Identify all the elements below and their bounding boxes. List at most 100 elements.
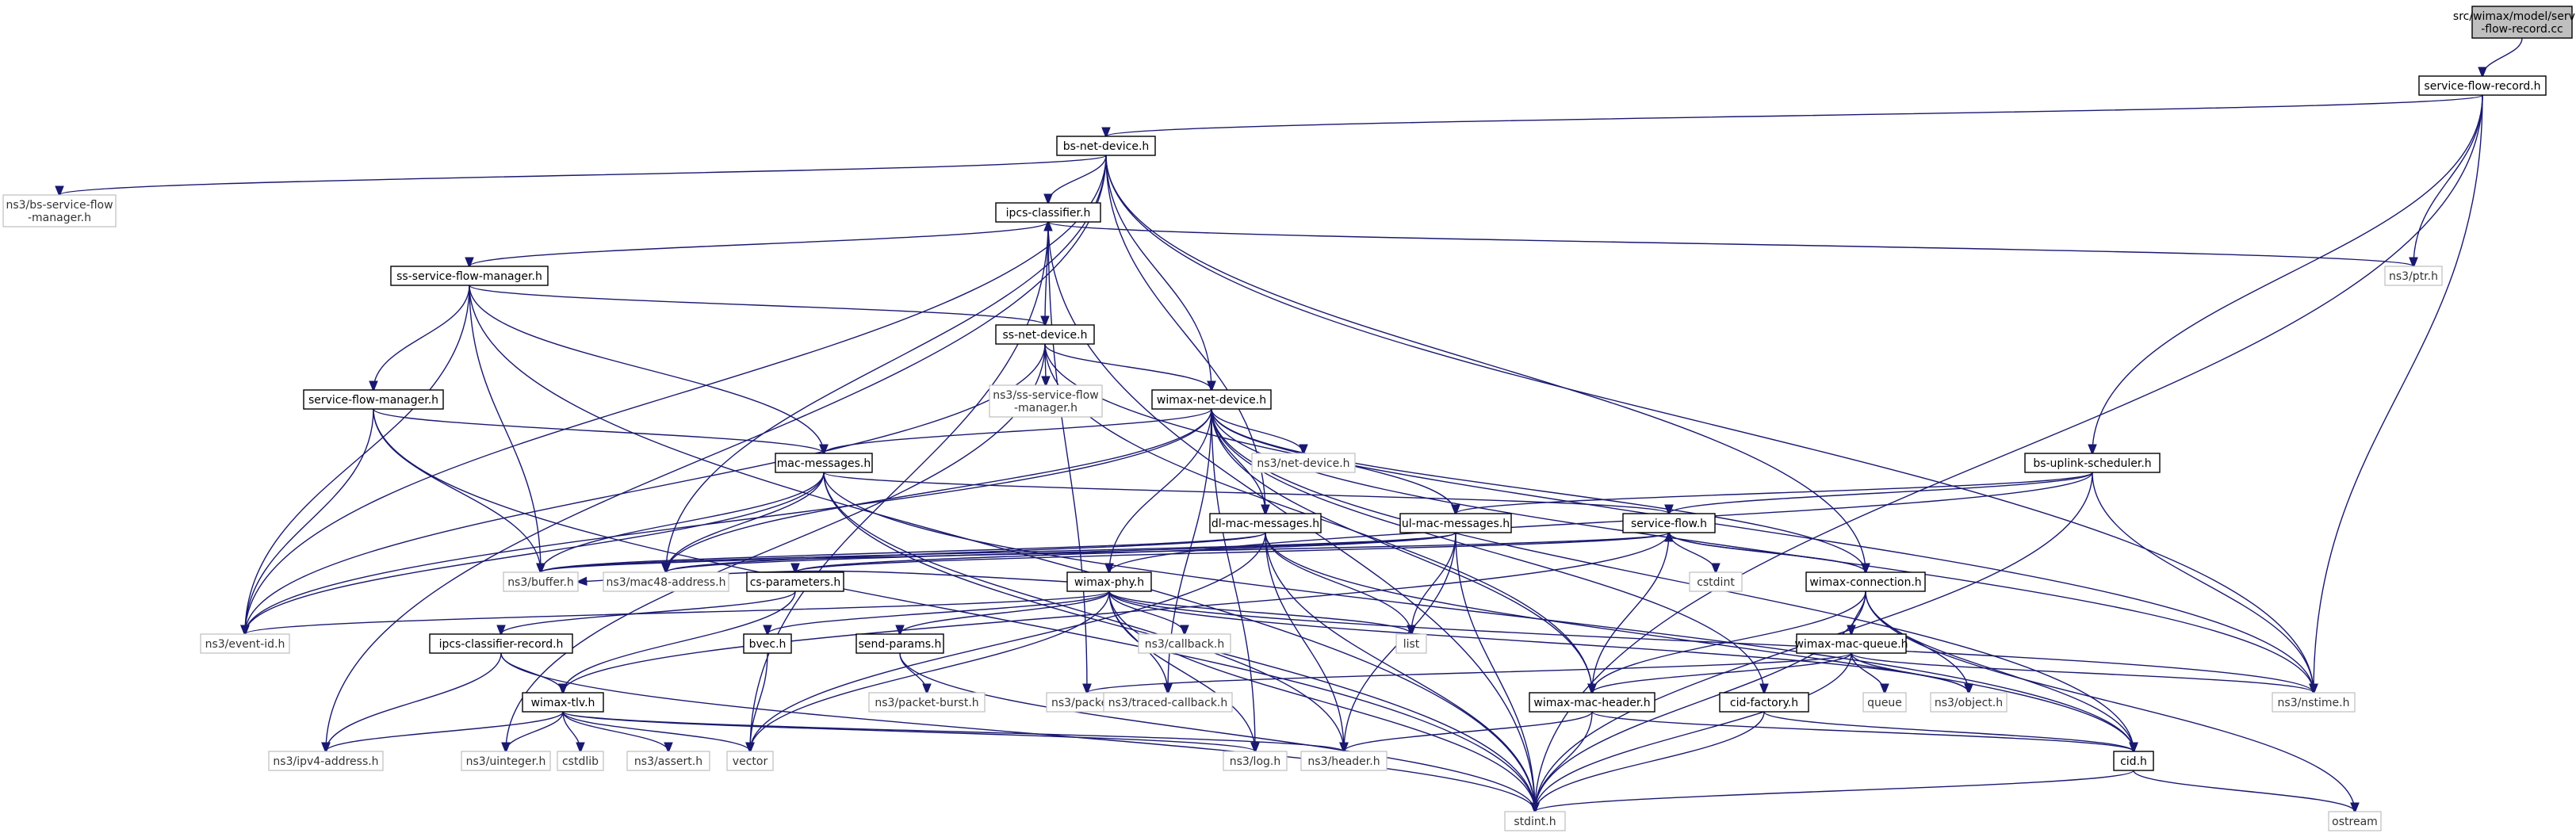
node-ns3-assert-h-box [626, 751, 710, 771]
edge-bsnd-to-wconn [1105, 155, 1866, 572]
node-src-wimax-model-service-flow-record-cc-label: src/wimax/model/service [2453, 10, 2576, 23]
node-ns3-callback-h-box [1138, 633, 1231, 654]
edge-sfr-to-nstime [2314, 94, 2483, 693]
node-ipcs-classifier-record-h-box [429, 633, 573, 654]
node-ns3-event-id-h-label: ns3/event-id.h [205, 638, 285, 651]
node-ns3-uinteger-h-label: ns3/uinteger.h [466, 755, 546, 768]
node-dl-mac-messages-h[interactable]: dl-mac-messages.h [1209, 513, 1322, 533]
node-cs-parameters-h-box [746, 571, 844, 592]
node-mac-messages-h-label: mac-messages.h [777, 457, 871, 470]
node-ns3-object-h-box [1930, 692, 2008, 713]
edge-sf-to-buffer [541, 532, 1670, 572]
node-cid-factory-h[interactable]: cid-factory.h [1719, 692, 1809, 713]
node-ns3-ss-service-flow-manager-h-label: -manager.h [1014, 402, 1077, 415]
node-ipcs-classifier-h-label: ipcs-classifier.h [1006, 207, 1091, 220]
edge-tlv-to-log [562, 711, 1255, 751]
node-wimax-tlv-h-box [522, 692, 604, 713]
node-ss-net-device-h[interactable]: ss-net-device.h [995, 324, 1095, 345]
node-bvec-h-label: bvec.h [749, 638, 787, 651]
node-ss-service-flow-manager-h-label: ss-service-flow-manager.h [396, 270, 542, 283]
node-ns3-header-h: ns3/header.h [1300, 751, 1388, 771]
node-wimax-phy-h-label: wimax-phy.h [1074, 576, 1144, 589]
edge-cidf-to-cid [1763, 711, 2134, 751]
edge-tlv-to-ipv4 [326, 711, 564, 751]
node-ul-mac-messages-h[interactable]: ul-mac-messages.h [1399, 513, 1512, 533]
edge-wnd-to-log [1211, 408, 1255, 751]
node-bs-uplink-scheduler-h[interactable]: bs-uplink-scheduler.h [2024, 453, 2161, 473]
node-ns3-event-id-h-box [200, 633, 290, 654]
edge-bsnd-to-ipv4 [326, 155, 1107, 751]
node-ostream-box [2328, 811, 2382, 831]
node-src-wimax-model-service-flow-record-cc[interactable]: src/wimax/model/service-flow-record.cc [2453, 6, 2576, 39]
node-wimax-mac-queue-h[interactable]: wimax-mac-queue.h [1794, 633, 1908, 654]
edge-sfr-to-stdint [1535, 94, 2483, 812]
node-ns3-nstime-h-box [2272, 692, 2356, 713]
node-ns3-traced-callback-h-box [1103, 692, 1233, 713]
node-send-params-h[interactable]: send-params.h [855, 633, 944, 654]
node-ipcs-classifier-h[interactable]: ipcs-classifier.h [995, 202, 1101, 223]
node-bs-net-device-h-label: bs-net-device.h [1063, 140, 1150, 153]
edge-wnd-to-eventid [245, 408, 1212, 634]
node-wimax-mac-header-h[interactable]: wimax-mac-header.h [1529, 692, 1655, 713]
edge-ulmac-to-mac48 [666, 532, 1456, 572]
edge-wmh-to-cid [1591, 711, 2134, 751]
edge-sfm-to-eventid [245, 408, 374, 634]
edge-sfr-to-ptr [2413, 94, 2483, 266]
node-ns3-packet-burst-h-label: ns3/packet-burst.h [875, 697, 978, 709]
edge-macmsg-to-mac48 [666, 472, 825, 572]
node-service-flow-h[interactable]: service-flow.h [1622, 513, 1716, 533]
edge-ipcs-to-ptr [1047, 221, 2413, 266]
node-cid-h[interactable]: cid.h [2113, 751, 2154, 771]
edge-dlmac-to-buffer [541, 532, 1266, 572]
node-service-flow-manager-h-label: service-flow-manager.h [308, 394, 438, 407]
node-ss-service-flow-manager-h[interactable]: ss-service-flow-manager.h [390, 266, 549, 286]
edge-wphy-to-sendp [900, 590, 1110, 634]
node-mac-messages-h[interactable]: mac-messages.h [775, 453, 873, 473]
edge-sssfm-to-sfm [373, 285, 470, 390]
edge-tlv-to-vector [562, 711, 750, 751]
node-service-flow-record-h-box [2418, 75, 2547, 96]
node-wimax-tlv-h[interactable]: wimax-tlv.h [522, 692, 604, 713]
node-ss-service-flow-manager-h-box [390, 266, 549, 286]
node-wimax-phy-h[interactable]: wimax-phy.h [1066, 571, 1152, 592]
node-service-flow-record-h[interactable]: service-flow-record.h [2418, 75, 2547, 96]
node-ns3-bs-service-flow-manager-h-box [2, 194, 117, 227]
node-wimax-connection-h[interactable]: wimax-connection.h [1805, 571, 1926, 592]
node-vector-box [726, 751, 774, 771]
node-ns3-buffer-h-box [503, 571, 579, 592]
node-ns3-event-id-h: ns3/event-id.h [200, 633, 290, 654]
node-bvec-h[interactable]: bvec.h [743, 633, 792, 654]
node-bs-net-device-h[interactable]: bs-net-device.h [1056, 136, 1156, 156]
node-ns3-ipv4-address-h: ns3/ipv4-address.h [268, 751, 384, 771]
node-ipcs-classifier-record-h[interactable]: ipcs-classifier-record.h [429, 633, 573, 654]
node-ns3-header-h-box [1300, 751, 1388, 771]
node-stdint-h: stdint.h [1504, 811, 1566, 831]
node-service-flow-manager-h[interactable]: service-flow-manager.h [303, 389, 444, 410]
edge-sfr-to-bsus [2092, 94, 2483, 453]
node-ns3-packet-burst-h: ns3/packet-burst.h [868, 692, 986, 713]
node-ostream-label: ostream [2332, 816, 2378, 828]
node-ns3-ptr-h: ns3/ptr.h [2384, 266, 2443, 286]
node-ns3-log-h-box [1223, 751, 1288, 771]
node-bs-uplink-scheduler-h-box [2024, 453, 2161, 473]
edge-bsus-to-nstime [2092, 472, 2314, 693]
node-ipcs-classifier-h-box [995, 202, 1101, 223]
node-stdint-h-label: stdint.h [1514, 816, 1556, 828]
node-ns3-object-h: ns3/object.h [1930, 692, 2008, 713]
edge-wconn-to-stdint [1535, 590, 1866, 812]
edge-sssfm-to-ssnd [469, 285, 1045, 325]
node-ns3-traced-callback-h-label: ns3/traced-callback.h [1108, 697, 1228, 709]
node-wimax-net-device-h[interactable]: wimax-net-device.h [1151, 389, 1272, 410]
node-ns3-nstime-h-label: ns3/nstime.h [2278, 697, 2350, 709]
edge-bsnd-to-dlmac [1105, 155, 1265, 514]
node-wimax-mac-queue-h-box [1796, 633, 1907, 654]
edge-bvec-to-vector [750, 652, 768, 751]
node-ss-net-device-h-box [995, 324, 1095, 345]
node-ns3-bs-service-flow-manager-h: ns3/bs-service-flow-manager.h [2, 194, 117, 227]
edge-sssfm-to-buffer [469, 285, 541, 572]
node-ul-mac-messages-h-box [1399, 513, 1512, 533]
node-ipcs-classifier-record-h-label: ipcs-classifier-record.h [439, 638, 564, 651]
node-cs-parameters-h[interactable]: cs-parameters.h [746, 571, 844, 592]
node-service-flow-record-h-label: service-flow-record.h [2424, 80, 2540, 93]
